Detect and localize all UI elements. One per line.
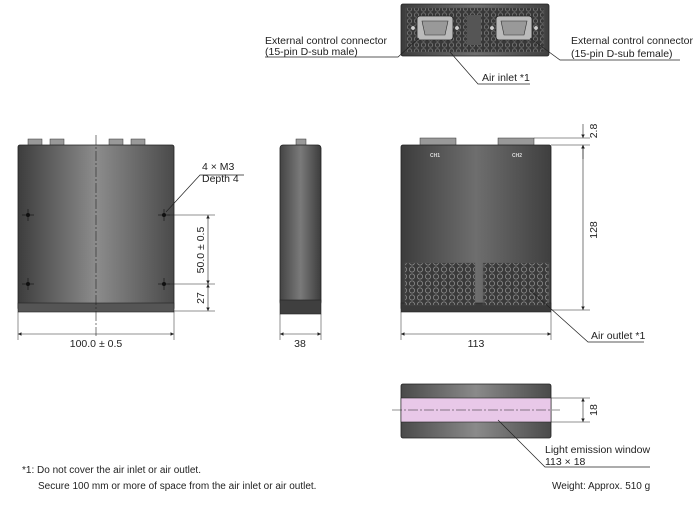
front-view [17, 135, 244, 340]
ext-female-label-1: External control connector [571, 35, 693, 47]
bottom-window-view [392, 383, 650, 468]
window-height-dim: 18 [588, 404, 600, 416]
side-view [279, 138, 322, 340]
air-outlet-label: Air outlet *1 [591, 330, 645, 342]
mount-hole-icon [22, 209, 170, 290]
ext-male-label-2: (15-pin D-sub male) [265, 46, 358, 58]
ch2-label: CH2 [512, 153, 522, 159]
hole-bottom-dim: 27 [195, 292, 207, 304]
ext-female-label-2: (15-pin D-sub female) [571, 48, 673, 60]
mount-holes-label-2: Depth 4 [202, 173, 239, 185]
note-line-1: *1: Do not cover the air inlet or air ou… [22, 465, 201, 476]
weight-label: Weight: Approx. 510 g [552, 481, 651, 492]
light-window-label-2: 113 × 18 [545, 456, 586, 468]
connector-height-dim: 2.8 [588, 124, 600, 139]
ext-male-label-1: External control connector [265, 35, 387, 47]
ch1-label: CH1 [430, 153, 440, 159]
light-window-label-1: Light emission window [545, 444, 650, 456]
dsub-male-connector-icon [410, 15, 460, 41]
side-width-dim: 38 [294, 338, 306, 350]
note-text-2: Secure 100 mm or more of space from the … [38, 481, 317, 492]
air-inlet-label: Air inlet *1 [482, 72, 530, 84]
note-mark: *1: [22, 465, 35, 476]
hole-spacing-dim: 50.0 ± 0.5 [195, 227, 207, 274]
front-width-dim: 100.0 ± 0.5 [70, 338, 123, 350]
top-connector-view [265, 3, 680, 85]
rear-view [400, 124, 644, 343]
height-dim: 128 [588, 221, 600, 239]
dsub-female-connector-icon [489, 15, 539, 41]
mount-holes-label-1: 4 × M3 [202, 161, 235, 173]
rear-width-dim: 113 [468, 338, 485, 350]
note-text-1: Do not cover the air inlet or air outlet… [37, 465, 201, 476]
